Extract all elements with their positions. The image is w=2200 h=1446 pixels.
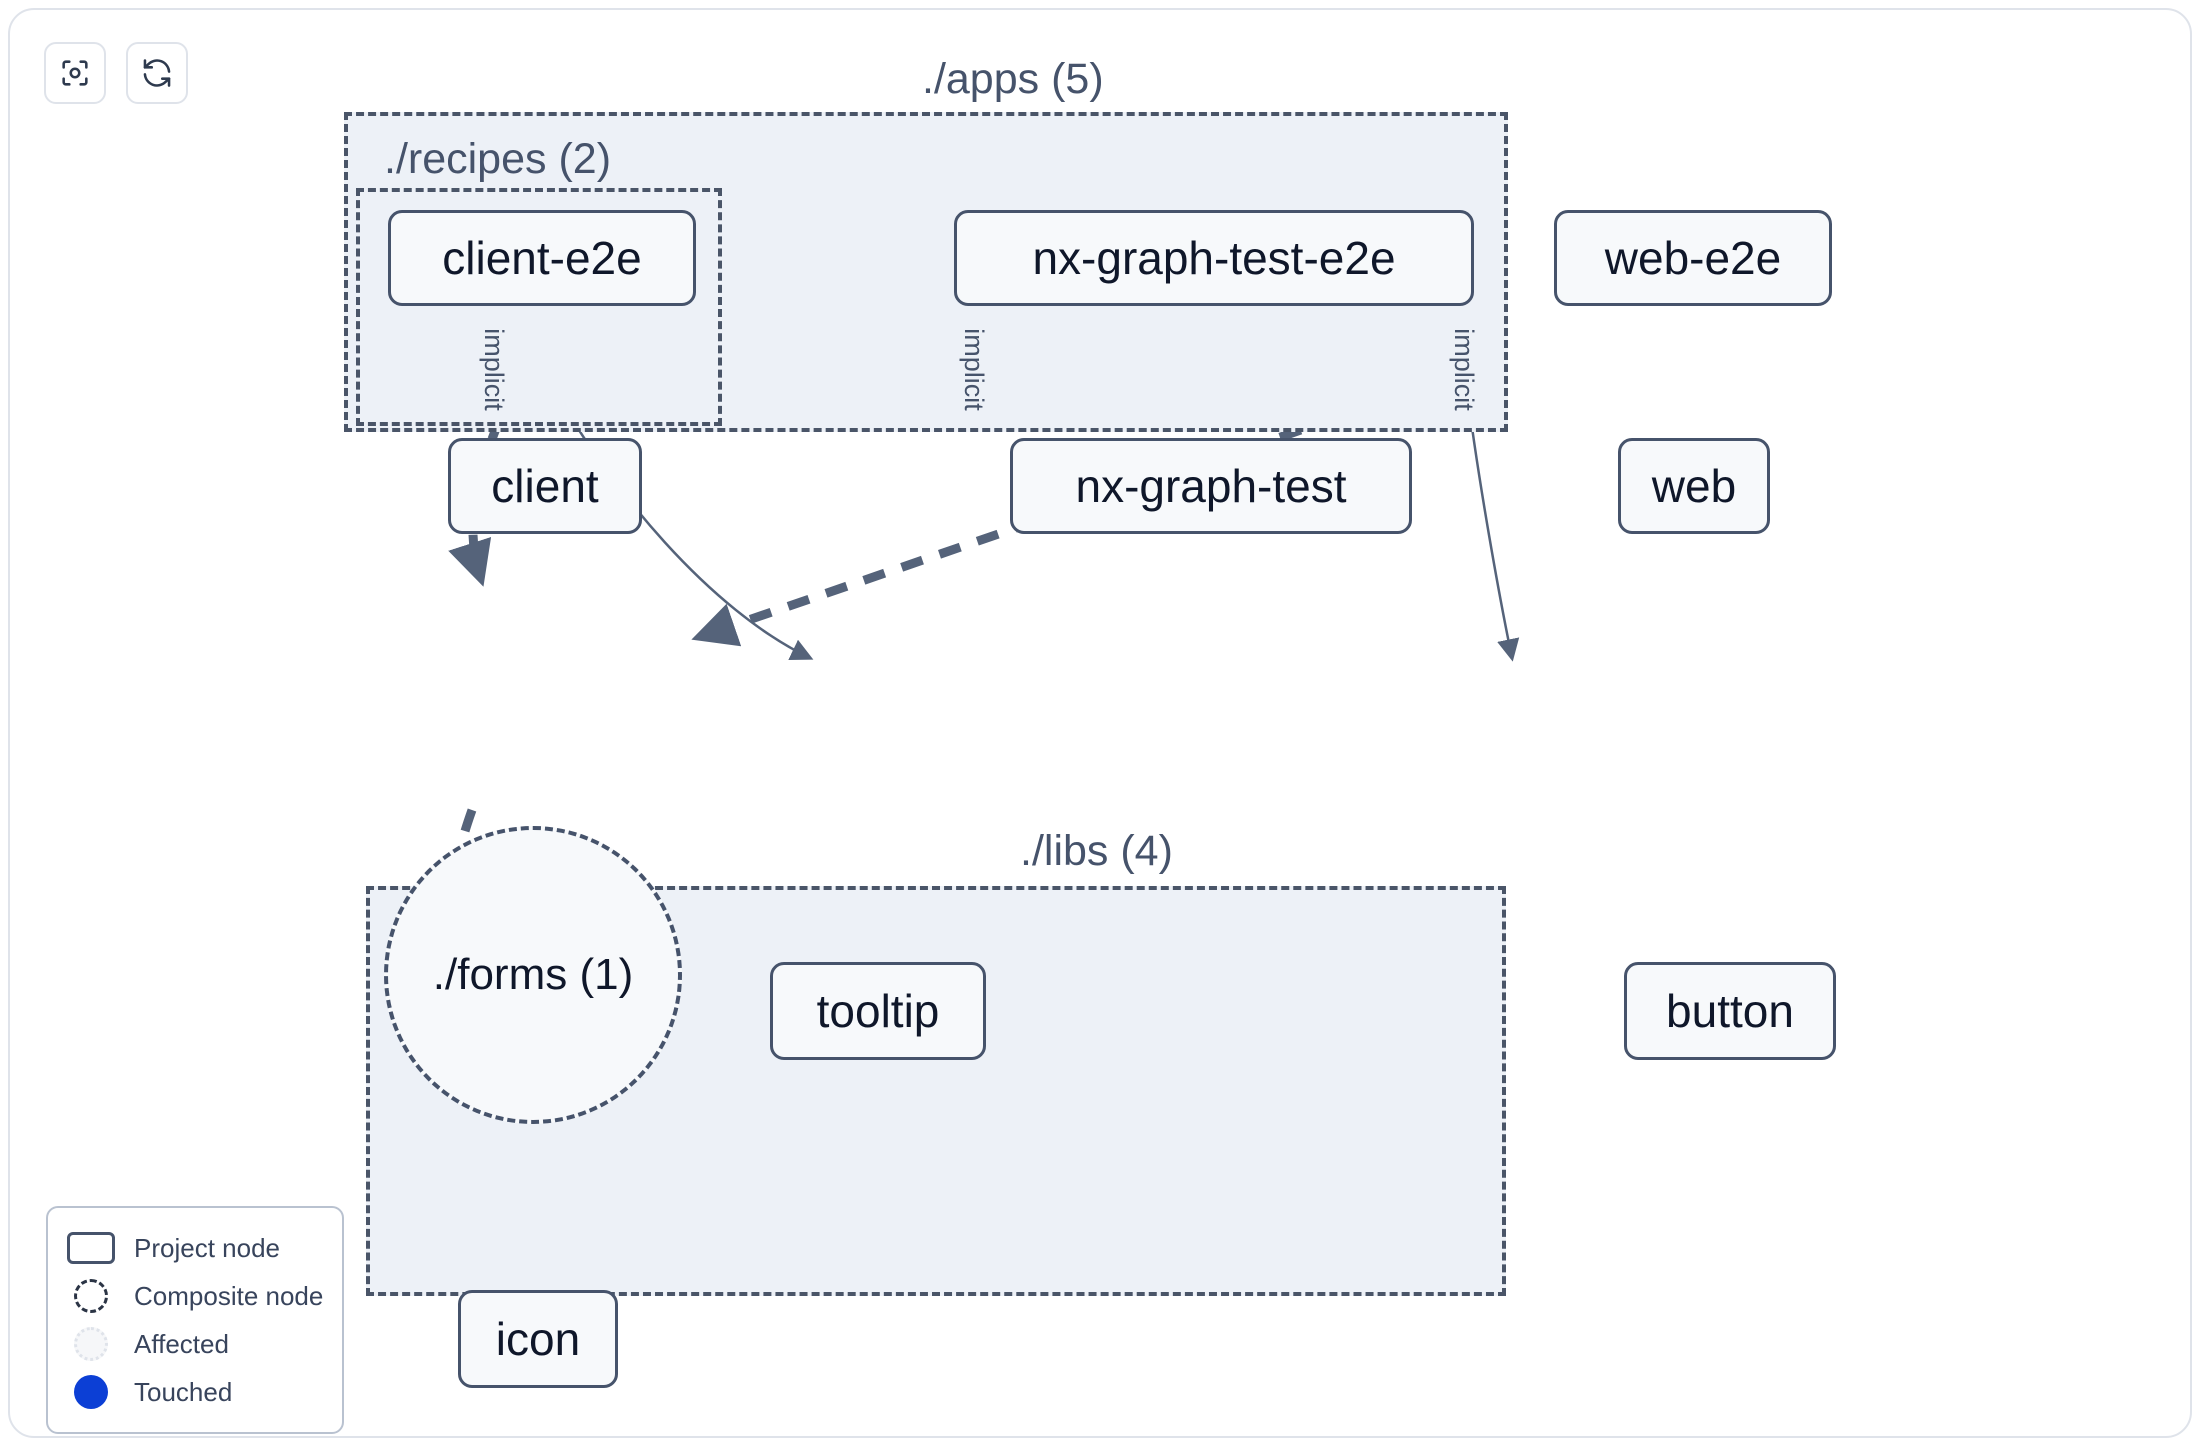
- legend-item-composite-node: Composite node: [66, 1272, 324, 1320]
- node-web[interactable]: web: [1618, 438, 1770, 534]
- node-label: client-e2e: [442, 232, 642, 284]
- edge-label-implicit-web: implicit: [1448, 328, 1479, 411]
- node-forms-composite[interactable]: ./forms (1): [384, 826, 682, 1124]
- edge-label-implicit-nxgraphtest: implicit: [958, 328, 989, 411]
- affected-node-swatch: [66, 1327, 116, 1361]
- node-label: web-e2e: [1604, 232, 1782, 284]
- focus-graph-button[interactable]: [44, 42, 106, 104]
- node-button[interactable]: button: [1624, 962, 1836, 1060]
- legend-item-touched: Touched: [66, 1368, 324, 1416]
- touched-node-swatch: [66, 1375, 116, 1409]
- project-node-swatch: [66, 1232, 116, 1264]
- node-label: nx-graph-test: [1075, 460, 1347, 512]
- legend-label: Project node: [134, 1233, 280, 1263]
- node-icon[interactable]: icon: [458, 1290, 618, 1388]
- node-client-e2e[interactable]: client-e2e: [388, 210, 696, 306]
- graph-toolbar: [44, 42, 188, 104]
- legend-label: Composite node: [134, 1281, 324, 1311]
- legend-label: Touched: [134, 1377, 233, 1407]
- legend-label: Affected: [134, 1329, 229, 1359]
- node-label: tooltip: [816, 985, 940, 1037]
- legend-item-affected: Affected: [66, 1320, 324, 1368]
- node-label: nx-graph-test-e2e: [1032, 232, 1396, 284]
- node-label: client: [491, 460, 599, 512]
- node-label: button: [1666, 985, 1794, 1037]
- group-label-recipes: ./recipes (2): [384, 135, 612, 183]
- node-client[interactable]: client: [448, 438, 642, 534]
- refresh-graph-button[interactable]: [126, 42, 188, 104]
- group-label-libs: ./libs (4): [1020, 827, 1173, 875]
- node-label: icon: [495, 1313, 581, 1365]
- node-nx-graph-test-e2e[interactable]: nx-graph-test-e2e: [954, 210, 1474, 306]
- node-label: web: [1651, 460, 1737, 512]
- node-nx-graph-test[interactable]: nx-graph-test: [1010, 438, 1412, 534]
- composite-node-swatch: [66, 1279, 116, 1313]
- refresh-sync-icon: [140, 56, 174, 90]
- graph-legend: Project node Composite node Affected Tou…: [46, 1206, 344, 1434]
- legend-item-project-node: Project node: [66, 1224, 324, 1272]
- node-web-e2e[interactable]: web-e2e: [1554, 210, 1832, 306]
- graph-card: ./apps (5) ./recipes (2) ./libs (4) clie…: [8, 8, 2192, 1438]
- group-label-apps: ./apps (5): [922, 55, 1104, 103]
- edge-label-implicit-client: implicit: [478, 328, 509, 411]
- node-tooltip[interactable]: tooltip: [770, 962, 986, 1060]
- focus-viewfinder-icon: [58, 56, 92, 90]
- node-label: ./forms (1): [432, 950, 634, 999]
